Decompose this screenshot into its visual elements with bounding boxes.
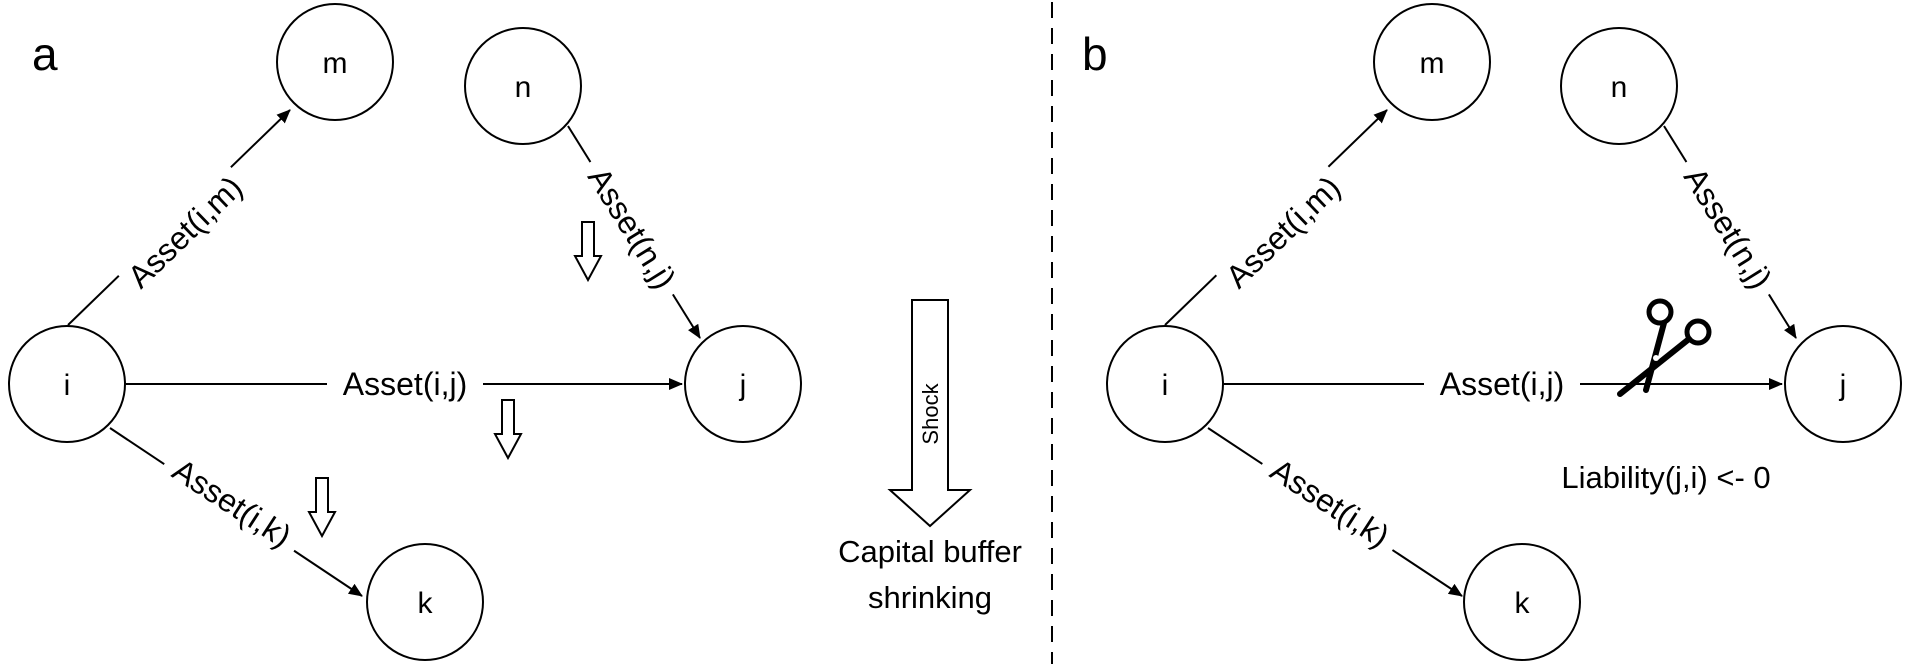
svg-text:Asset(i,k): Asset(i,k) <box>166 452 297 555</box>
node-n: n <box>464 27 582 145</box>
svg-text:j: j <box>739 369 747 402</box>
node-m: m <box>276 3 394 121</box>
node-j: j <box>684 325 802 443</box>
panel-a-label: a <box>32 28 58 80</box>
edge-label-i-k: Asset(i,k) <box>1254 442 1408 561</box>
node-n: n <box>1560 27 1678 145</box>
node-j: j <box>1784 325 1902 443</box>
svg-text:i: i <box>1162 369 1169 402</box>
svg-text:k: k <box>1515 587 1531 620</box>
svg-text:Asset(n,j): Asset(n,j) <box>1677 161 1779 295</box>
shock-caption-line1: Capital buffer <box>838 534 1022 569</box>
scissors-icon <box>1617 298 1712 397</box>
svg-text:Asset(i,j): Asset(i,j) <box>343 366 467 402</box>
svg-text:Asset(n,j): Asset(n,j) <box>581 161 683 295</box>
svg-text:Asset(i,k): Asset(i,k) <box>1264 452 1395 555</box>
node-i: i <box>8 325 126 443</box>
panel-a: a Asset(i,m) Asset(n,j) Asset(i,j) Asset… <box>8 3 802 661</box>
svg-text:n: n <box>1611 71 1628 104</box>
shock-arrow-icon <box>887 299 973 528</box>
panel-b-label: b <box>1082 28 1108 80</box>
edge-label-i-k: Asset(i,k) <box>156 442 310 561</box>
node-k: k <box>366 543 484 661</box>
node-k: k <box>1463 543 1581 661</box>
svg-text:m: m <box>1420 47 1445 80</box>
small-down-arrow-icon <box>307 477 337 539</box>
svg-text:Asset(i,m): Asset(i,m) <box>121 169 250 295</box>
small-down-arrow-icon <box>573 221 603 283</box>
edge-label-i-m: Asset(i,m) <box>1211 161 1352 300</box>
edge-label-n-j: Asset(n,j) <box>1671 150 1788 304</box>
shock-caption-line2: shrinking <box>868 580 992 615</box>
shock-label: Shock <box>918 382 943 444</box>
panel-b: b Asset(i,m) Asset(n,j) Asset(i,j) Asset… <box>1082 3 1902 661</box>
svg-text:Asset(i,m): Asset(i,m) <box>1219 169 1348 295</box>
svg-text:n: n <box>515 71 532 104</box>
small-down-arrow-icon <box>493 399 523 461</box>
edge-label-i-j: Asset(i,j) <box>1424 362 1580 402</box>
edge-label-i-j: Asset(i,j) <box>327 362 483 402</box>
liability-note: Liability(j,i) <- 0 <box>1561 460 1770 495</box>
svg-text:Asset(i,j): Asset(i,j) <box>1440 366 1564 402</box>
svg-text:j: j <box>1839 369 1847 402</box>
svg-text:i: i <box>64 369 71 402</box>
svg-text:k: k <box>418 587 434 620</box>
node-i: i <box>1106 325 1224 443</box>
edge-label-i-m: Asset(i,m) <box>113 161 254 300</box>
svg-text:m: m <box>323 47 348 80</box>
shock-indicator: Shock Capital buffer shrinking <box>838 299 1022 615</box>
node-m: m <box>1373 3 1491 121</box>
